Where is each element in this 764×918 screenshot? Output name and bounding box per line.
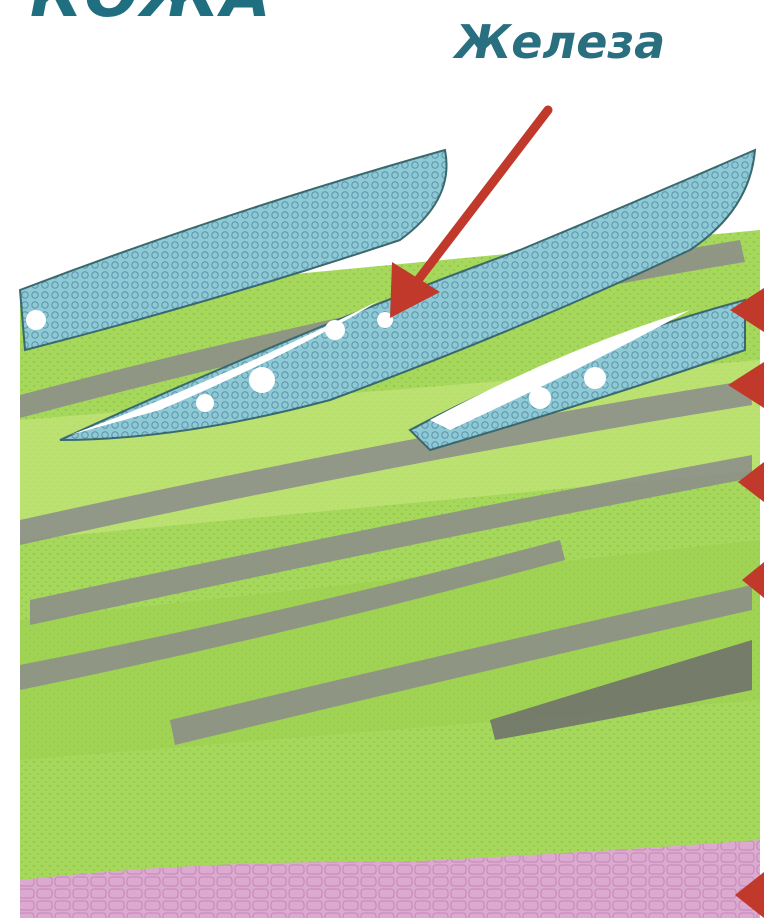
skin-section-illustration: [0, 0, 764, 918]
